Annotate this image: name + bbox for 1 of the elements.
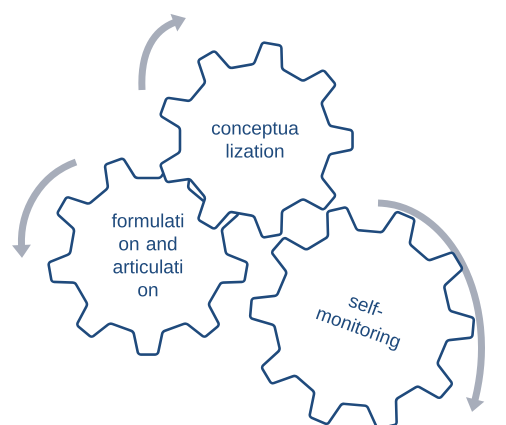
gear: formulati on and articulati on	[47, 158, 249, 356]
